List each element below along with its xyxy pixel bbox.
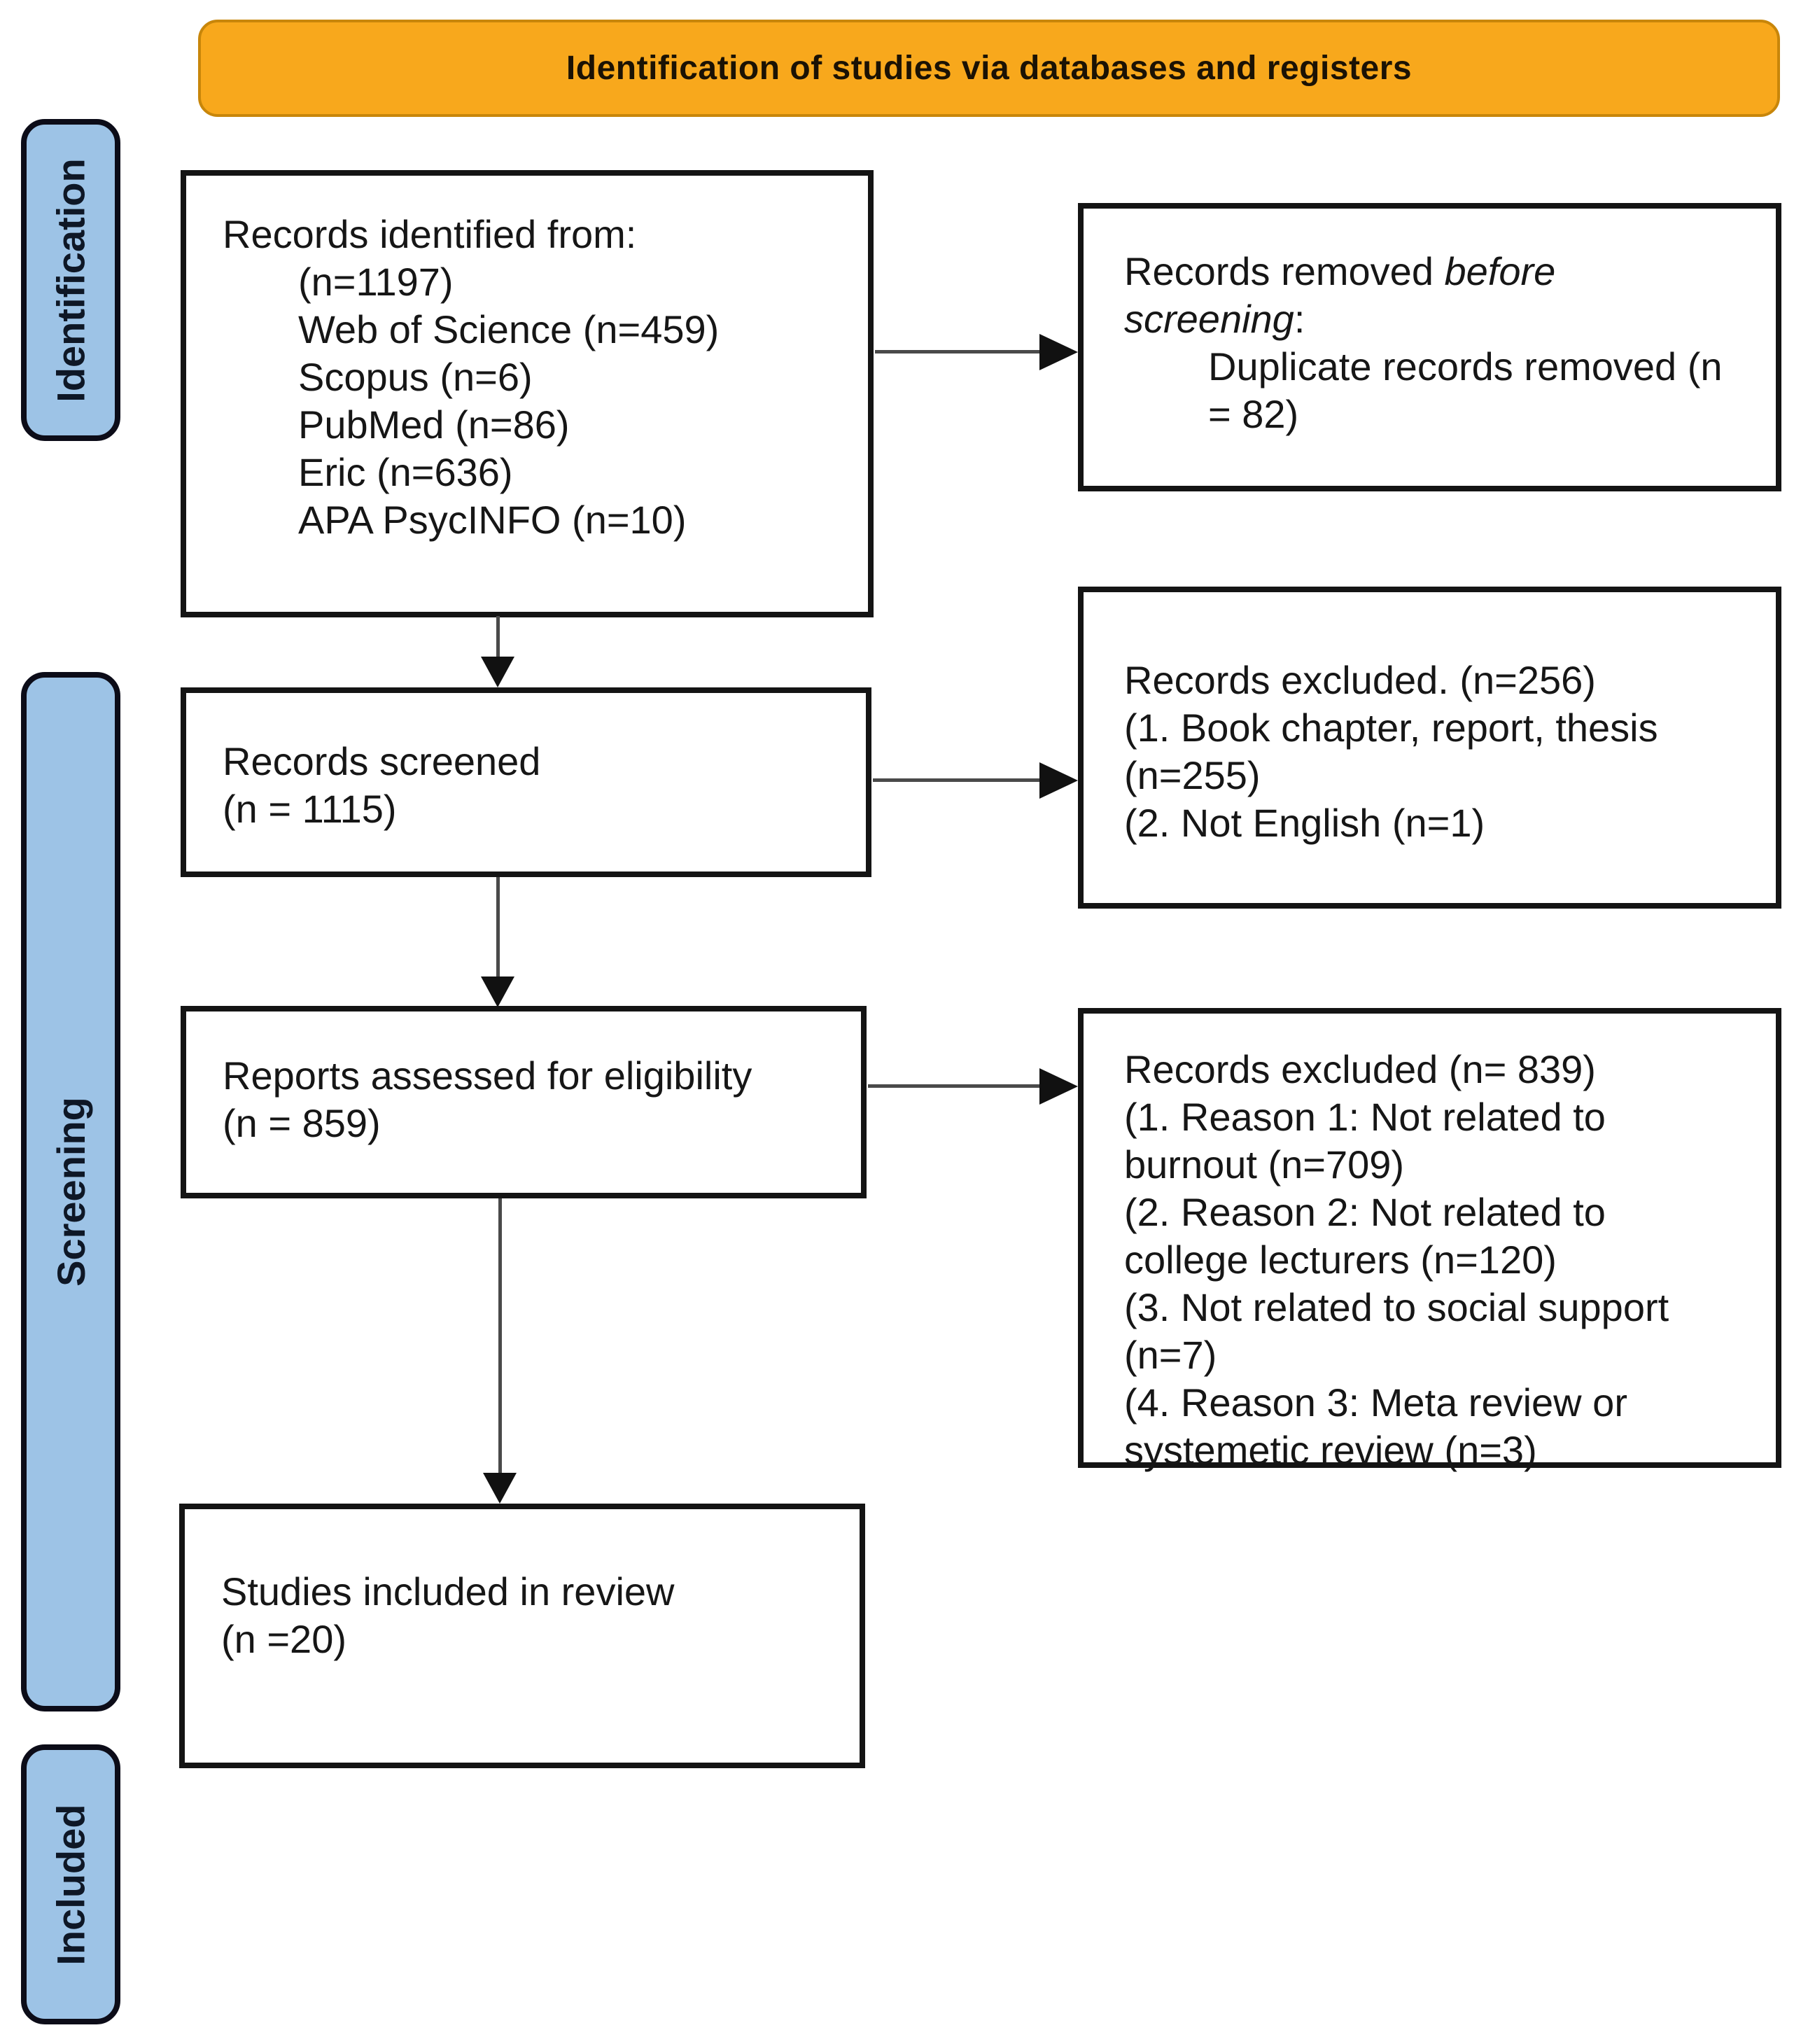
arrow-screened-to-assessed-head [481, 976, 514, 1007]
box-line: (n=255) [1124, 753, 1261, 797]
box-line: (n = 1115) [223, 787, 397, 831]
arrow-identified-to-screened-head [481, 657, 514, 687]
arrow-screened-to-excluded-line [873, 778, 1043, 782]
header-banner: Identification of studies via databases … [198, 20, 1780, 117]
box-line: (2. Not English (n=1) [1124, 801, 1485, 845]
reports-assessed-box: Reports assessed for eligibility (n = 85… [181, 1006, 867, 1198]
studies-included-box: Studies included in review (n =20) [179, 1504, 865, 1768]
box-line: Studies included in review [221, 1569, 675, 1614]
stage-label-included-text: Included [48, 1803, 93, 1966]
arrow-assessed-to-excluded-line [868, 1084, 1043, 1088]
stage-label-included: Included [21, 1744, 120, 2024]
arrow-screened-to-excluded-head [1039, 762, 1078, 799]
box-line: (n=7) [1124, 1333, 1217, 1377]
box-line: Records removed before [1124, 248, 1776, 295]
arrow-identified-to-removed-line [875, 350, 1043, 354]
box-line: (2. Reason 2: Not related to [1124, 1190, 1606, 1234]
arrow-assessed-to-included-line [498, 1198, 502, 1474]
box-line: Records excluded. (n=256) [1124, 658, 1596, 702]
box-line-italic-text: screening [1124, 297, 1294, 341]
stage-label-identification-text: Identification [48, 158, 93, 402]
box-line: (n =20) [221, 1617, 346, 1661]
box-line: (1. Reason 1: Not related to [1124, 1095, 1606, 1139]
box-line: (4. Reason 3: Meta review or [1124, 1380, 1627, 1424]
records-identified-box: Records identified from: (n=1197) Web of… [181, 170, 874, 617]
arrow-screened-to-assessed-line [496, 877, 500, 979]
box-line-italic-text: before [1444, 249, 1556, 293]
stage-label-identification: Identification [21, 119, 120, 441]
box-line: (n = 859) [223, 1101, 381, 1145]
records-excluded-eligibility-box: Records excluded (n= 839) (1. Reason 1: … [1078, 1008, 1781, 1472]
box-line: college lecturers (n=120) [1124, 1238, 1557, 1282]
box-line: Records identified from: [223, 212, 637, 256]
box-line: Web of Science (n=459) [298, 307, 720, 351]
box-line: APA PsycINFO (n=10) [298, 498, 687, 542]
box-line-text: : [1294, 297, 1305, 341]
box-line: Scopus (n=6) [298, 355, 533, 399]
box-line: Records screened [223, 739, 541, 783]
box-line-text: Records removed [1124, 249, 1445, 293]
arrow-assessed-to-excluded-head [1039, 1068, 1078, 1105]
box-line: = 82) [1208, 392, 1299, 436]
box-line: systemetic review (n=3) [1124, 1428, 1537, 1472]
arrow-assessed-to-included-head [483, 1473, 517, 1504]
records-screened-box: Records screened (n = 1115) [181, 687, 871, 877]
box-line: burnout (n=709) [1124, 1142, 1405, 1186]
box-line: Reports assessed for eligibility [223, 1054, 752, 1098]
stage-label-screening-text: Screening [48, 1097, 93, 1287]
box-line: (3. Not related to social support [1124, 1285, 1669, 1329]
arrow-identified-to-removed-head [1039, 334, 1078, 370]
box-line: PubMed (n=86) [298, 402, 570, 447]
box-line: Duplicate records removed (n [1208, 344, 1723, 388]
box-line: screening: [1124, 295, 1776, 343]
records-removed-before-screening-box: Records removed before screening: Duplic… [1078, 203, 1781, 491]
box-line: Eric (n=636) [298, 450, 513, 494]
stage-label-screening: Screening [21, 672, 120, 1712]
arrow-identified-to-screened-line [496, 616, 500, 661]
box-line: Records excluded (n= 839) [1124, 1047, 1596, 1091]
header-title: Identification of studies via databases … [566, 50, 1413, 87]
records-excluded-screening-box: Records excluded. (n=256) (1. Book chapt… [1078, 587, 1781, 909]
box-line: (1. Book chapter, report, thesis [1124, 706, 1658, 750]
box-line: (n=1197) [298, 260, 454, 304]
